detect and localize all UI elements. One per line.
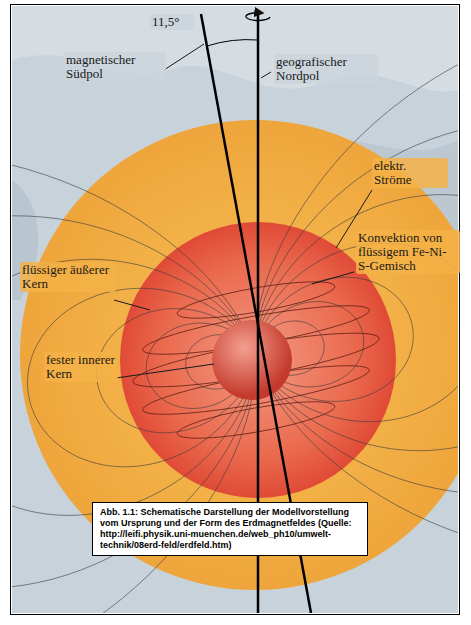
leader-line	[116, 364, 214, 378]
leader-line	[114, 300, 150, 310]
figure-caption: Abb. 1.1: Schematische Darstellung der M…	[92, 502, 368, 556]
leader-line	[164, 44, 204, 70]
part-label: elektr. Ströme	[372, 158, 448, 188]
angle-label: 11,5°	[150, 14, 194, 30]
part-label: fester innerer Kern	[44, 352, 118, 382]
inner-core	[212, 320, 292, 400]
field-line	[255, 122, 458, 495]
current-loop	[175, 394, 337, 445]
pole-label: magnetischer Südpol	[64, 52, 166, 82]
leader-line	[312, 272, 354, 284]
part-label: flüssiger äußerer Kern	[20, 262, 116, 292]
pole-label: geografischer Nordpol	[274, 54, 378, 84]
map-patch	[12, 6, 458, 92]
rotation-arrow	[246, 13, 270, 21]
angle-arc	[207, 40, 258, 46]
part-label: Konvektion von flüssigem Fe-Ni-S-Gemisch	[356, 230, 460, 274]
leader-line	[261, 72, 271, 78]
